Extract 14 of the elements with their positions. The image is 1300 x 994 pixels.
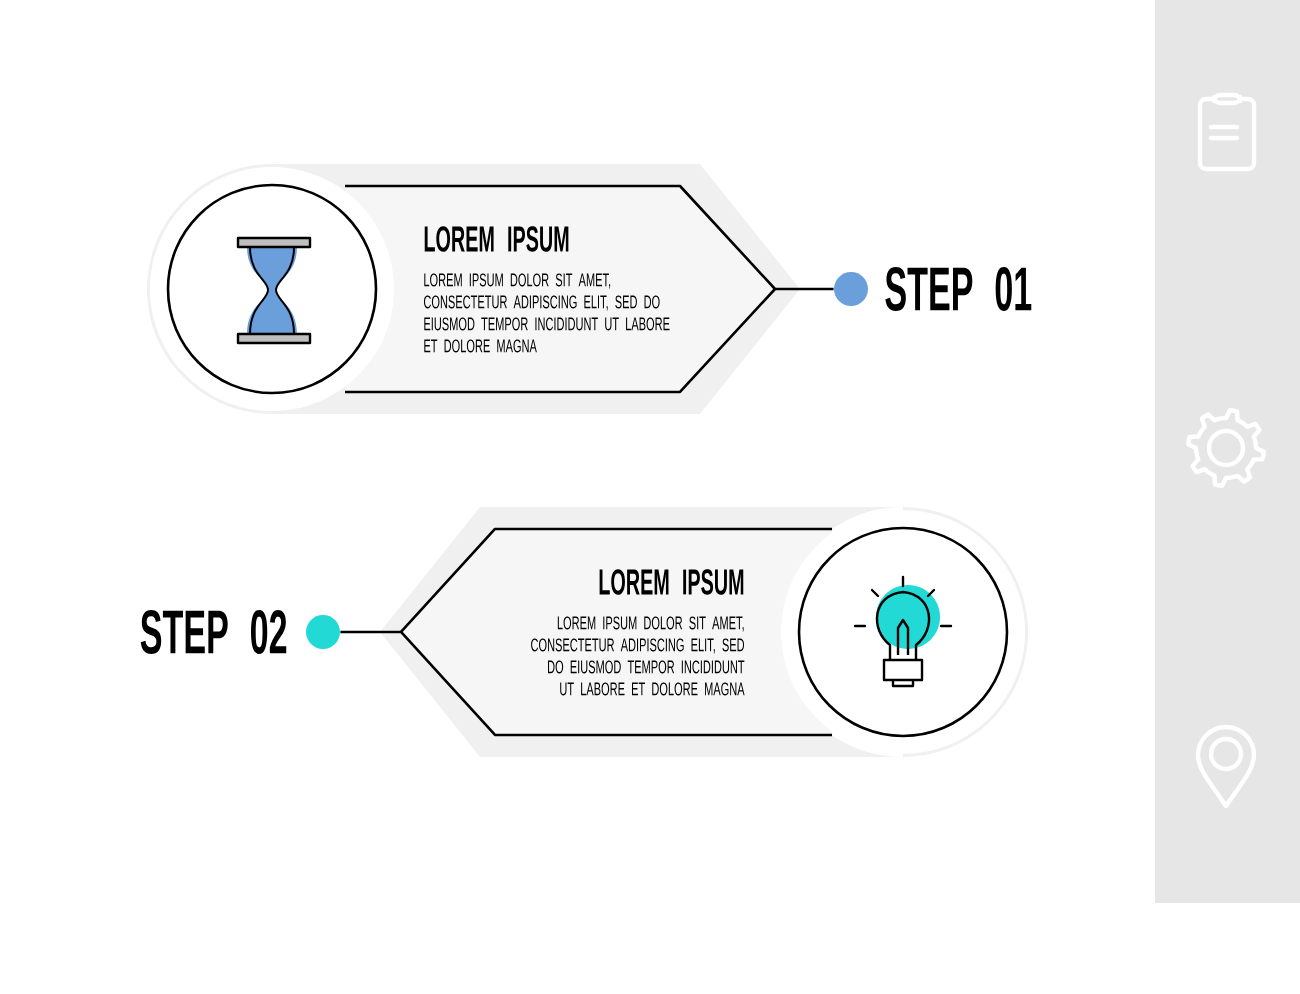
body-text: LOREM IPSUM DOLOR SIT AMET, CONSECTETUR ADIPISCING ELIT, SED DO EIUSMOD TEMPOR INCIDIDUNT UT LABORE ET DOLORE MAGNA (423, 273, 670, 353)
icon-circle (797, 526, 1009, 738)
heading: LOREM IPSUM (424, 226, 569, 252)
icon-circle (166, 183, 378, 395)
step-label: STEP 02 (140, 610, 287, 654)
body-text: LOREM IPSUM DOLOR SIT AMET, CONSECTETUR ADIPISCING ELIT, SED DO EIUSMOD TEMPOR INCIDIDUNT UT LABORE ET DOLORE MAGNA (531, 616, 745, 696)
arrow-shaped-box (399, 527, 832, 737)
arrow-shaped-box (345, 184, 777, 394)
connector-line (340, 630, 401, 634)
step-label: STEP 01 (885, 267, 1032, 311)
heading: LOREM IPSUM (599, 569, 744, 595)
dot (306, 615, 340, 649)
dot (834, 272, 868, 306)
connector-line (775, 287, 834, 291)
